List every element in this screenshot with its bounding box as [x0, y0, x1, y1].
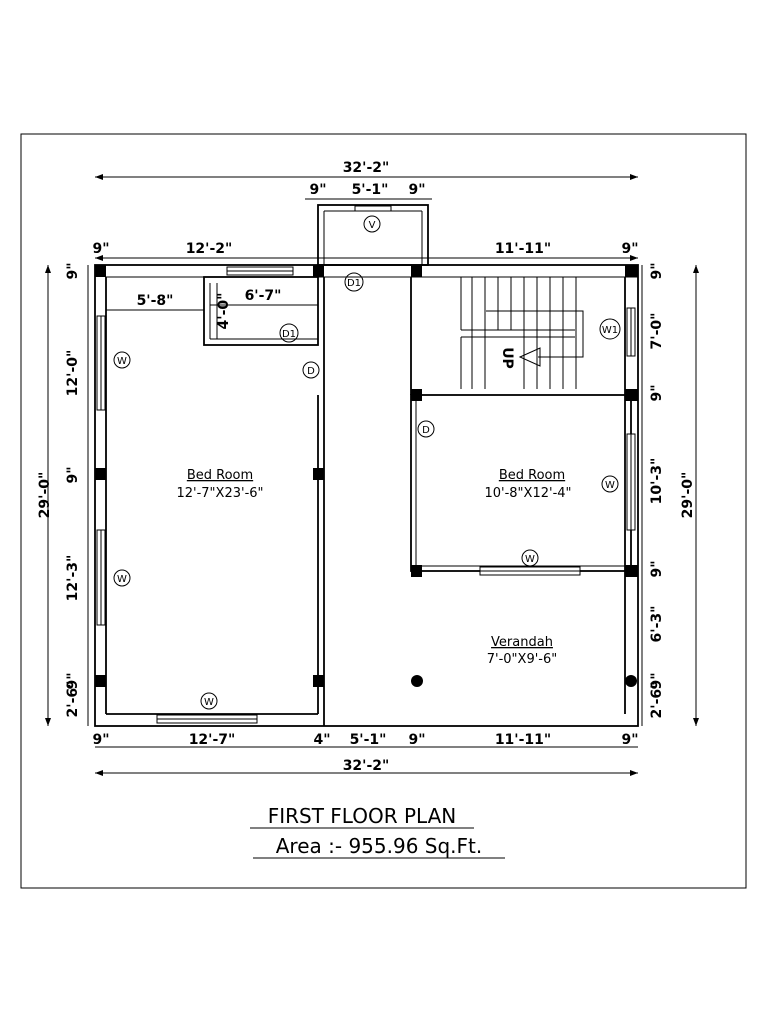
window-w-left-top: W [117, 356, 127, 367]
dim-right-8: 9" [649, 672, 665, 689]
dim-bottom-7: 9" [621, 732, 638, 748]
windows [96, 205, 636, 724]
dim-top-left-2: 12'-2" [186, 241, 233, 257]
window-w-right-bottom: W [525, 554, 535, 565]
dim-bottom-5: 9" [408, 732, 425, 748]
dim-left-3: 9" [65, 466, 81, 483]
window-w-left-bottom: W [117, 574, 127, 585]
dim-bottom-4: 5'-1" [350, 732, 387, 748]
dim-bottom-3: 4" [313, 732, 330, 748]
dim-left-6: 9" [65, 672, 81, 689]
door-d-right: D [422, 425, 430, 436]
bottom-dimension-lines [95, 746, 638, 776]
inner-dimension-lines [106, 283, 318, 339]
dim-inner-4-0: 4'-0" [216, 293, 232, 330]
columns [95, 265, 638, 687]
door-d1-balcony: D1 [347, 278, 361, 289]
dim-right-overall: 29'-0" [680, 472, 696, 519]
plan-area: Area :- 955.96 Sq.Ft. [276, 834, 482, 858]
door-d-left: D [307, 366, 315, 377]
dim-top-balcony-2: 5'-1" [352, 182, 389, 198]
ventilator-symbol: V [369, 220, 376, 231]
plan-title: FIRST FLOOR PLAN [268, 804, 457, 828]
dim-top-left-1: 9" [92, 241, 109, 257]
verandah-name: Verandah [491, 635, 553, 650]
drawing-frame [20, 133, 747, 889]
dim-bottom-6: 11'-11" [495, 732, 551, 748]
dim-top-overall: 32'-2" [343, 160, 390, 176]
dim-left-4: 12'-3" [65, 555, 81, 602]
dim-bottom-2: 12'-7" [189, 732, 236, 748]
dim-bottom-1: 9" [92, 732, 109, 748]
bed-room-right-name: Bed Room [499, 468, 565, 483]
left-dimension-lines [45, 265, 89, 726]
door-d1-toilet: D1 [282, 329, 296, 340]
window-w-right: W [605, 480, 615, 491]
bed-room-right-size: 10'-8"X12'-4" [484, 486, 571, 501]
dim-inner-5-8: 5'-8" [137, 293, 174, 309]
dim-bottom-overall: 32'-2" [343, 758, 390, 774]
dim-left-1: 9" [65, 262, 81, 279]
dim-top-balcony-1: 9" [309, 182, 326, 198]
dim-right-6: 6'-3" [649, 606, 665, 643]
staircase [460, 277, 584, 389]
bed-room-left-name: Bed Room [187, 468, 253, 483]
dim-inner-6-7: 6'-7" [245, 288, 282, 304]
dim-left-2: 12'-0" [65, 350, 81, 397]
window-w-bottom: W [204, 697, 214, 708]
dim-right-5: 9" [649, 560, 665, 577]
dim-right-7: 2'-6" [649, 682, 665, 719]
bed-room-left-size: 12'-7"X23'-6" [176, 486, 263, 501]
dim-top-right-1: 11'-11" [495, 241, 551, 257]
dim-right-4: 10'-3" [649, 458, 665, 505]
dim-right-1: 9" [649, 262, 665, 279]
dim-top-right-2: 9" [621, 241, 638, 257]
top-dimension-lines [95, 174, 638, 261]
stair-up-label: UP [499, 347, 515, 369]
right-dimension-lines [641, 265, 699, 726]
window-w1-right: W1 [602, 325, 618, 336]
walls [94, 204, 639, 727]
symbol-circles [113, 215, 621, 710]
dim-left-overall: 29'-0" [37, 472, 53, 519]
verandah-size: 7'-0"X9'-6" [487, 652, 557, 667]
dim-right-3: 9" [649, 384, 665, 401]
dim-top-balcony-3: 9" [408, 182, 425, 198]
dim-right-2: 7'-0" [649, 313, 665, 350]
dim-left-5: 2'-6" [65, 681, 81, 718]
